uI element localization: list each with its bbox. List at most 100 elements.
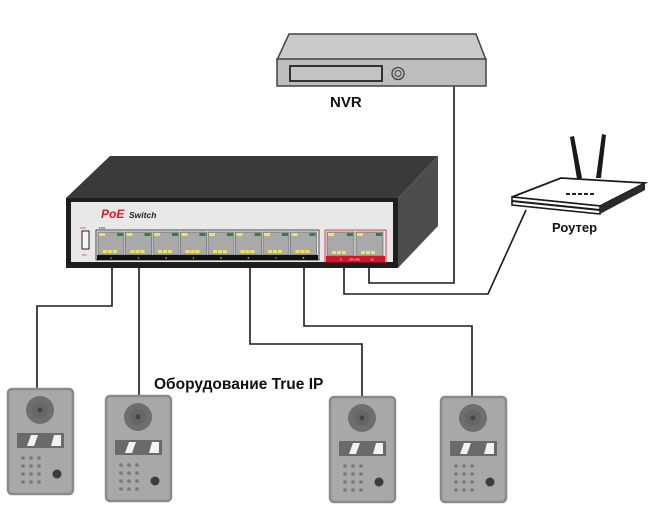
- contact-pin: [163, 250, 167, 253]
- speaker-hole: [21, 464, 25, 468]
- power-switch[interactable]: [81, 230, 90, 250]
- speaker-hole: [343, 472, 347, 476]
- contact-pin: [158, 250, 162, 253]
- speaker-hole: [343, 488, 347, 492]
- nvr-button-inner: [394, 70, 402, 77]
- contact-pin: [278, 250, 282, 253]
- call-button-icon: [52, 469, 62, 479]
- contact-pin: [268, 250, 272, 253]
- plate-highlight: [149, 442, 159, 453]
- speaker-hole: [454, 464, 458, 468]
- plate-highlight: [349, 443, 360, 454]
- speaker-hole: [127, 471, 131, 475]
- cable-port1-intercom1: [36, 268, 113, 389]
- speaker-hole: [21, 472, 25, 476]
- equipment-label: Оборудование True IP: [154, 376, 323, 393]
- port-number: 10: [370, 258, 374, 262]
- poe-group-label: POE: [99, 226, 105, 230]
- contact-pin: [342, 251, 346, 254]
- speaker-hole: [127, 463, 131, 467]
- led-yellow: [357, 233, 363, 236]
- speaker-hole: [462, 472, 466, 476]
- led-yellow: [209, 233, 215, 236]
- speaker-hole: [29, 464, 33, 468]
- speaker-hole: [454, 488, 458, 492]
- contact-pin: [130, 250, 135, 253]
- speaker-hole: [135, 479, 139, 483]
- contact-pin: [195, 250, 200, 253]
- intercom-4: [439, 395, 508, 504]
- led-yellow: [181, 233, 188, 236]
- port-number: 7: [275, 256, 277, 260]
- led-yellow: [328, 233, 334, 236]
- cables: [36, 86, 527, 397]
- poe-port-7: [262, 231, 290, 256]
- contact-pin: [273, 250, 277, 253]
- cable-port6-intercom3: [249, 268, 363, 397]
- switch-top: [66, 156, 438, 198]
- plate-highlight: [125, 442, 136, 453]
- contact-pin: [168, 250, 172, 253]
- speaker-hole: [359, 480, 363, 484]
- speaker-hole: [462, 464, 466, 468]
- speaker-hole: [37, 472, 41, 476]
- contact-pin: [366, 251, 370, 254]
- speaker-hole: [343, 464, 347, 468]
- intercom-1: [6, 387, 75, 496]
- poe-port-8: [290, 231, 317, 256]
- speaker-hole: [21, 456, 25, 460]
- plate-highlight: [484, 443, 494, 454]
- speaker-hole: [351, 480, 355, 484]
- port-number: 3: [165, 256, 167, 260]
- led-green: [347, 233, 353, 236]
- plate-highlight: [51, 435, 61, 446]
- led-green: [376, 233, 382, 236]
- speaker-hole: [127, 479, 131, 483]
- speaker-hole: [470, 472, 474, 476]
- speaker-hole: [135, 471, 139, 475]
- nvr-drive-slot: [289, 65, 383, 82]
- nvr-label: NVR: [330, 94, 362, 111]
- port-number: 4: [193, 256, 195, 260]
- camera-lens-center: [135, 414, 141, 420]
- brand-switch: Switch: [129, 210, 156, 220]
- port-number: 9: [340, 258, 342, 262]
- port-number: 2: [138, 256, 140, 260]
- speaker-hole: [119, 487, 123, 491]
- speaker-hole: [454, 480, 458, 484]
- contact-pin: [218, 250, 222, 253]
- contact-pin: [361, 251, 365, 254]
- led-yellow: [291, 233, 298, 236]
- speaker-hole: [343, 480, 347, 484]
- led-yellow: [126, 233, 133, 236]
- contact-pin: [140, 250, 145, 253]
- speaker-hole: [21, 480, 25, 484]
- led-yellow: [99, 233, 105, 236]
- speaker-hole: [135, 463, 139, 467]
- led-green: [309, 233, 316, 236]
- led-green: [172, 233, 178, 236]
- uplink-label: UPLINK: [349, 258, 360, 262]
- brand-poe: PoE: [101, 207, 125, 221]
- poe-port-3: [152, 231, 180, 256]
- poe-port-5: [207, 231, 235, 256]
- nvr-button-icon: [391, 66, 405, 81]
- speaker-hole: [135, 487, 139, 491]
- intercom-3: [328, 395, 397, 504]
- speaker-hole: [119, 471, 123, 475]
- speaker-hole: [119, 479, 123, 483]
- router-side: [600, 183, 645, 214]
- contact-pin: [185, 250, 190, 253]
- router-antenna-right: [596, 134, 606, 178]
- contact-pin: [113, 250, 117, 253]
- router-label: Роутер: [552, 220, 597, 235]
- camera-lens-center: [37, 407, 43, 413]
- contact-pin: [223, 250, 227, 253]
- poe-port-6: [235, 231, 262, 256]
- call-button-icon: [374, 477, 384, 487]
- cable-port9-router: [343, 209, 527, 295]
- led-green: [117, 233, 123, 236]
- contact-pin: [103, 250, 107, 253]
